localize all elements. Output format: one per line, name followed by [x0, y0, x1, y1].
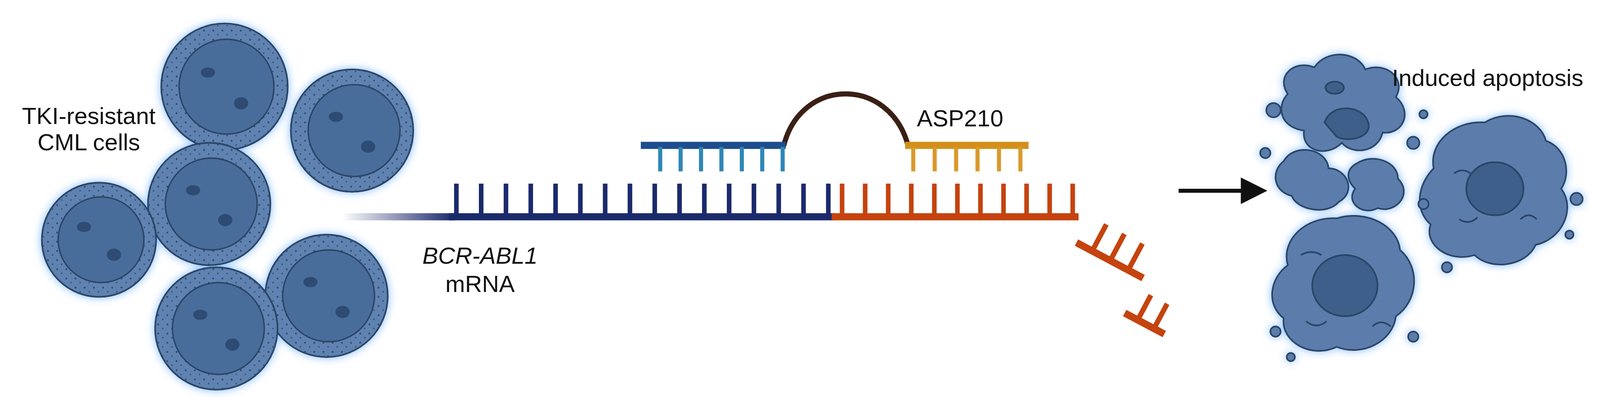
- nucleolus: [361, 140, 376, 153]
- cell-cytoplasm: [161, 23, 288, 151]
- base-tick: [885, 183, 891, 216]
- base-tick: [478, 183, 484, 216]
- cell-membrane: [161, 23, 288, 151]
- nucleolus: [328, 111, 343, 123]
- cell-nucleus: [179, 39, 275, 135]
- nucleolus: [200, 67, 215, 78]
- base-tick: [1047, 183, 1053, 216]
- oligo-tick: [678, 146, 683, 172]
- base-tick: [954, 183, 960, 216]
- cell-nucleus: [165, 158, 258, 251]
- base-tick: [578, 183, 583, 216]
- cleaved-fragments: [1074, 216, 1178, 338]
- process-arrow: [1178, 177, 1268, 205]
- oligo-tick: [954, 146, 959, 172]
- cell-membrane: [155, 267, 278, 391]
- oligo-tick: [975, 146, 980, 172]
- base-tick: [751, 183, 757, 216]
- oligo-tick: [698, 146, 703, 172]
- apoptotic-cells: [1260, 54, 1583, 362]
- gene-label: BCR-ABL1: [362, 242, 598, 270]
- nucleolus: [335, 306, 350, 319]
- nucleolus: [76, 221, 92, 233]
- oligo-tick: [1018, 146, 1023, 172]
- base-tick: [677, 183, 682, 216]
- nucleolus: [193, 309, 208, 321]
- cml-cells: [42, 23, 414, 391]
- base-tick: [701, 183, 707, 216]
- base-tick: [1070, 183, 1076, 216]
- base-tick: [726, 183, 732, 216]
- base-tick: [909, 183, 914, 216]
- cell-cytoplasm: [42, 182, 157, 297]
- cell-nucleus: [58, 197, 144, 283]
- base-tick: [776, 183, 781, 216]
- base-tick: [839, 183, 845, 216]
- cell-nucleus: [172, 282, 265, 375]
- base-tick: [978, 183, 983, 216]
- base-tick: [801, 183, 807, 216]
- mrna-strand: [341, 183, 1079, 221]
- oligo-tick: [657, 146, 662, 172]
- base-tick: [1024, 183, 1029, 216]
- cell-cytoplasm: [290, 69, 414, 193]
- base-tick: [503, 183, 509, 216]
- base-tick: [528, 183, 534, 216]
- oligo-tick: [911, 146, 916, 172]
- base-tick: [1001, 183, 1007, 216]
- nucleolus: [303, 277, 318, 288]
- base-tick: [454, 183, 459, 216]
- nucleolus: [218, 214, 233, 227]
- base-tick: [627, 183, 633, 216]
- outcome-label: Induced apoptosis: [1377, 64, 1598, 92]
- oligo-tick: [780, 146, 785, 172]
- nucleolus: [225, 338, 240, 351]
- base-tick: [863, 183, 868, 216]
- cell-membrane: [42, 182, 157, 297]
- base-tick: [652, 183, 658, 216]
- oligo-tick: [739, 146, 744, 172]
- base-tick: [553, 183, 558, 216]
- cell-nucleus: [282, 250, 375, 343]
- oligo-tick: [760, 146, 765, 172]
- base-tick: [932, 183, 937, 216]
- cell-cytoplasm: [155, 267, 278, 391]
- cell-cytoplasm: [265, 234, 388, 358]
- nucleolus: [106, 248, 121, 261]
- oligo-tick: [719, 146, 724, 172]
- cell-nucleus: [307, 84, 400, 177]
- oligo-tick: [932, 146, 937, 172]
- cell-cytoplasm: [148, 142, 271, 266]
- cells-label: TKI-resistant CML cells: [2, 102, 176, 156]
- base-tick: [826, 183, 831, 216]
- base-tick: [602, 183, 608, 216]
- molecule-label: mRNA: [362, 271, 598, 298]
- cell-membrane: [265, 234, 388, 358]
- nucleolus: [185, 185, 200, 196]
- oligo-tick: [997, 146, 1001, 172]
- drug-label: ASP210: [861, 105, 1059, 132]
- cell-membrane: [290, 69, 414, 193]
- nucleolus: [234, 97, 249, 110]
- cell-membrane: [148, 142, 271, 266]
